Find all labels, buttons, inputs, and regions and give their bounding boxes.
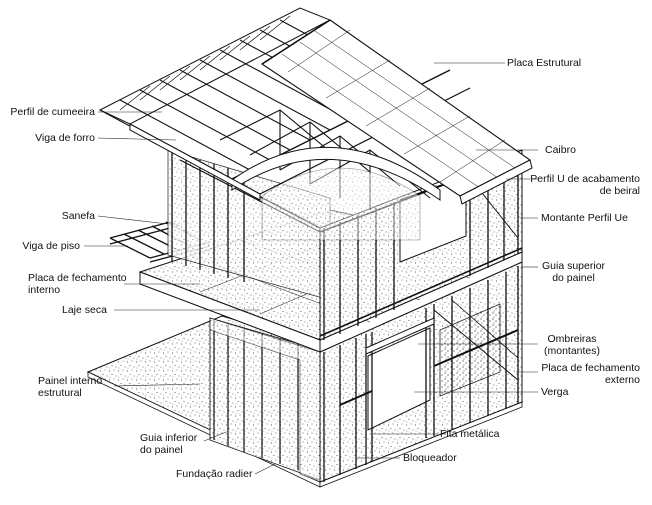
label-laje-seca: Laje seca: [62, 304, 107, 316]
label-line-2: (montantes): [544, 345, 601, 357]
label-guia-superior: Guia superior do painel: [542, 260, 605, 284]
label-montante-perfil-ue: Montante Perfil Ue: [541, 212, 628, 224]
label-line-2: estrutural: [38, 387, 82, 399]
label-line-1: Guia inferior: [140, 432, 198, 444]
label-fita-metalica: Fita metálica: [440, 428, 500, 440]
label-line-2: do painel: [140, 444, 183, 456]
sanefa: [129, 123, 261, 201]
label-viga-de-piso: Viga de piso: [22, 240, 80, 252]
gable-end: [231, 146, 441, 241]
label-placa-fechamento-externo: Placa de fechamento externo: [541, 362, 640, 386]
label-placa-fechamento-interno: Placa de fechamento interno: [28, 272, 127, 296]
label-fundacao-radier: Fundação radier: [176, 468, 253, 480]
label-bloqueador: Bloqueador: [403, 452, 457, 464]
label-perfil-u-acabamento-beiral: Perfil U de acabamento de beiral: [530, 173, 640, 197]
label-verga: Verga: [541, 386, 569, 398]
label-line-1: Placa de fechamento: [541, 362, 640, 374]
label-line-1: Perfil U de acabamento: [530, 173, 640, 185]
label-line-1: Ombreiras: [547, 333, 597, 345]
label-line-1: Placa de fechamento: [28, 272, 127, 284]
interior-panel: [209, 317, 321, 481]
label-ombreiras: Ombreiras (montantes): [544, 333, 600, 357]
placa-estrutural-roof: [260, 19, 533, 205]
label-viga-de-forro: Viga de forro: [35, 132, 95, 144]
label-line-1: Painel interno: [38, 375, 103, 387]
label-line-2: interno: [28, 284, 61, 296]
label-placa-estrutural: Placa Estrutural: [507, 57, 582, 69]
label-sanefa: Sanefa: [61, 210, 95, 222]
label-guia-inferior: Guia inferior do painel: [140, 432, 197, 456]
ground-floor-front-wall: [319, 261, 523, 483]
label-line-2: do painel: [552, 272, 595, 284]
label-line-1: Guia superior: [542, 260, 606, 272]
label-line-2: de beiral: [599, 185, 640, 197]
leader-lines: [84, 62, 538, 475]
label-painel-interno-estrutural: Painel interno estrutural: [38, 375, 102, 399]
label-caibro: Caibro: [545, 144, 576, 156]
label-line-2: externo: [604, 374, 640, 386]
label-perfil-de-cumeeira: Perfil de cumeeira: [10, 106, 95, 118]
